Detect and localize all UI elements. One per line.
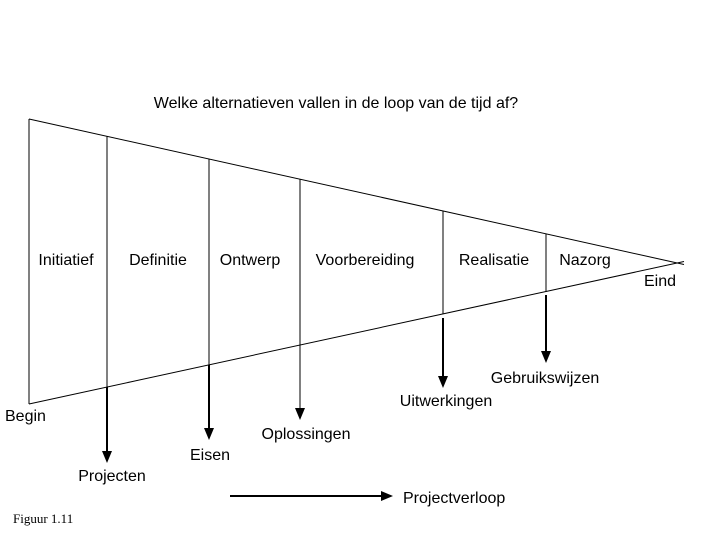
eind-label: Eind bbox=[643, 273, 677, 290]
begin-label: Begin bbox=[5, 408, 46, 425]
projectverloop-label: Projectverloop bbox=[403, 490, 506, 507]
figure-caption: Figuur 1.11 bbox=[13, 511, 74, 526]
phase-label-definitie: Definitie bbox=[129, 252, 187, 269]
phase-label-voorbereiding: Voorbereiding bbox=[315, 252, 415, 269]
arrow-projectverloop bbox=[230, 491, 393, 501]
arrow-oplossingen bbox=[295, 345, 305, 420]
phase-label-nazorg: Nazorg bbox=[559, 252, 611, 269]
funnel-top-edge bbox=[28, 118, 685, 265]
arrow-eisen bbox=[204, 365, 214, 440]
diagram-title: Welke alternatieven vallen in de loop va… bbox=[153, 95, 519, 112]
output-label-oplossingen: Oplossingen bbox=[261, 426, 351, 443]
arrow-uitwerkingen bbox=[438, 318, 448, 388]
phase-label-initiatief: Initiatief bbox=[38, 252, 94, 269]
arrow-projecten bbox=[102, 387, 112, 463]
phase-label-realisatie: Realisatie bbox=[458, 252, 530, 269]
output-label-projecten: Projecten bbox=[78, 468, 146, 485]
phase-label-ontwerp: Ontwerp bbox=[219, 252, 281, 269]
output-label-eisen: Eisen bbox=[189, 447, 231, 464]
output-label-uitwerkingen: Uitwerkingen bbox=[399, 393, 493, 410]
arrow-gebruikswijzen bbox=[541, 295, 551, 363]
output-label-gebruikswijzen: Gebruikswijzen bbox=[490, 370, 600, 387]
funnel-bottom-edge bbox=[28, 261, 685, 405]
